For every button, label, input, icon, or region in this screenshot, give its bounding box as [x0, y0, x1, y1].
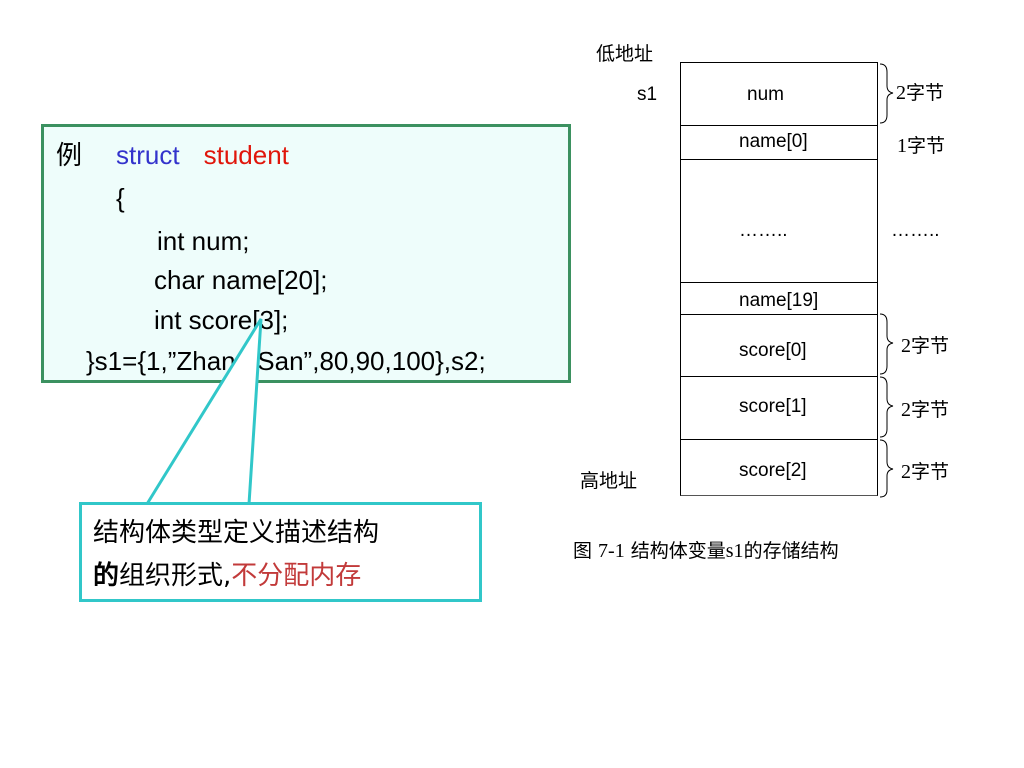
struct-declaration-line: 例 struct student	[56, 135, 289, 176]
brace-score2	[879, 439, 894, 498]
callout-line-2: 的组织形式,不分配内存	[93, 556, 361, 596]
code-line-score: int score[3];	[154, 305, 289, 335]
divider-5	[680, 376, 878, 377]
divider-1	[680, 125, 878, 126]
example-prefix: 例	[56, 141, 83, 171]
divider-2	[680, 159, 878, 160]
struct-name: student	[203, 140, 289, 170]
low-address-label: 低地址	[596, 43, 654, 65]
cell-num: num	[747, 84, 784, 105]
code-line-init: }s1={1,”Zhang San”,80,90,100},s2;	[86, 346, 486, 376]
cell-name19: name[19]	[739, 290, 819, 311]
size-num: 2字节	[896, 82, 945, 104]
callout-normal-text: 组织形式,	[119, 561, 232, 591]
callout-line-1: 结构体类型定义描述结构	[93, 518, 380, 548]
code-line-num: int num;	[157, 226, 250, 256]
size-name0: 1字节	[897, 135, 946, 157]
divider-3	[680, 282, 878, 283]
memory-block	[680, 62, 878, 496]
callout-bold-char: 的	[93, 561, 120, 591]
size-score2: 2字节	[901, 461, 950, 483]
brace-score1	[879, 376, 894, 438]
code-box: 例 struct student { int num; char name[20];…	[41, 124, 571, 383]
var-label-s1: s1	[637, 84, 658, 105]
callout-box: 结构体类型定义描述结构 的组织形式,不分配内存	[79, 502, 482, 602]
brace-num	[879, 63, 894, 124]
divider-4	[680, 314, 878, 315]
size-dots: ……..	[891, 220, 940, 241]
struct-keyword: struct	[116, 140, 180, 170]
cell-name0: name[0]	[739, 131, 808, 152]
cell-score0: score[0]	[739, 340, 807, 361]
cell-score2: score[2]	[739, 460, 807, 481]
cell-dots: ……..	[739, 220, 788, 241]
code-line-name: char name[20];	[154, 265, 328, 295]
brace-score0	[879, 313, 894, 375]
size-score0: 2字节	[901, 335, 950, 357]
high-address-label: 高地址	[580, 470, 638, 492]
callout-red-text: 不分配内存	[231, 561, 362, 591]
code-line-open-brace: {	[116, 183, 125, 213]
cell-score1: score[1]	[739, 396, 807, 417]
figure-caption: 图 7-1 结构体变量s1的存储结构	[573, 540, 839, 562]
divider-6	[680, 439, 878, 440]
size-score1: 2字节	[901, 399, 950, 421]
